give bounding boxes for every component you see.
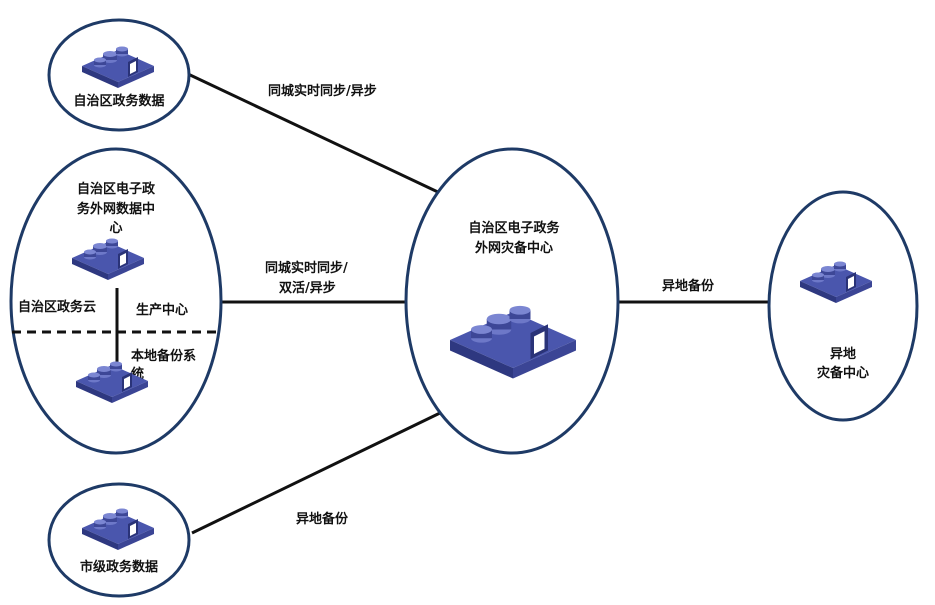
region-gov-label: 自治区政务数据 bbox=[73, 93, 164, 109]
remote-dr-label-line2: 灾备中心 bbox=[817, 365, 869, 381]
link-bottom-label: 异地备份 bbox=[296, 511, 349, 527]
link-right-label: 异地备份 bbox=[662, 278, 715, 294]
node-main-dc: 自治区电子政 务外网数据中 心 自治区政务云 生产中心 本地备份系 统 bbox=[9, 147, 223, 455]
main-dc-label-line2: 务外网数据中 bbox=[77, 201, 155, 217]
dr-center-label-line1: 自治区电子政务 bbox=[468, 220, 560, 236]
link-bottom-line bbox=[191, 411, 441, 535]
main-dc-label-line3: 心 bbox=[109, 221, 122, 236]
link-top-line bbox=[187, 72, 441, 195]
remote-dr-label-line1: 异地 bbox=[830, 346, 856, 362]
city-gov-label: 市级政务数据 bbox=[80, 559, 158, 575]
node-city-gov: 市级政务数据 bbox=[47, 482, 191, 598]
local-backup-label-line1: 本地备份系 bbox=[131, 348, 196, 364]
link-top-label: 同城实时同步/异步 bbox=[268, 83, 377, 99]
node-dr-center: 自治区电子政务 外网灾备中心 bbox=[404, 147, 620, 455]
main-dc-label-line1: 自治区电子政 bbox=[77, 181, 156, 197]
dr-center-label-line2: 外网灾备中心 bbox=[474, 240, 553, 256]
region-cloud-label: 自治区政务云 bbox=[18, 299, 96, 315]
node-remote-dr: 异地 灾备中心 bbox=[767, 190, 919, 422]
link-middle-label-line1: 同城实时同步/ bbox=[265, 260, 348, 276]
link-middle-label-line2: 双活/异步 bbox=[279, 280, 336, 296]
production-label: 生产中心 bbox=[136, 302, 188, 318]
node-region-gov: 自治区政务数据 bbox=[47, 18, 191, 132]
